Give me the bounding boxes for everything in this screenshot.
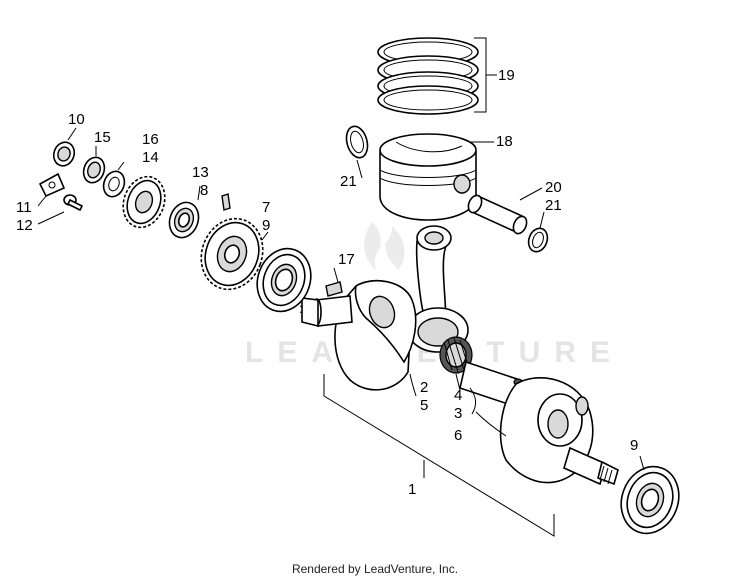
callout-11: 11 <box>16 199 32 216</box>
callout-12: 12 <box>16 217 33 234</box>
woodruff-key[interactable] <box>325 281 343 297</box>
bushing-cap[interactable] <box>50 139 77 168</box>
callout-2: 2 <box>420 379 428 396</box>
callout-6: 6 <box>454 427 462 444</box>
callout-4: 4 <box>454 387 462 404</box>
crankshaft-left-half[interactable] <box>334 279 417 391</box>
ball-bearing-left[interactable] <box>249 241 320 319</box>
callout-8: 8 <box>200 182 208 199</box>
circlip-upper[interactable] <box>343 124 371 160</box>
needle-bearing[interactable] <box>439 336 473 374</box>
driven-gear[interactable] <box>116 171 171 234</box>
callout-10: 10 <box>68 111 85 128</box>
washer[interactable] <box>100 168 128 199</box>
bolt[interactable] <box>63 194 84 212</box>
circlip-lower[interactable] <box>525 226 550 255</box>
crankshaft-right-shaft[interactable] <box>563 446 619 486</box>
ball-bearing-right[interactable] <box>612 458 688 541</box>
crankshaft-left-shaft[interactable] <box>299 295 353 328</box>
piston-pin[interactable] <box>466 193 529 235</box>
drive-gear[interactable] <box>191 210 272 298</box>
gear-key[interactable] <box>221 193 231 211</box>
spacer-bearing[interactable] <box>165 198 204 241</box>
callout-21-upper: 21 <box>340 173 357 190</box>
retaining-plate[interactable] <box>38 172 66 198</box>
callout-1: 1 <box>408 481 416 498</box>
callout-13: 13 <box>192 164 209 181</box>
callout-17: 17 <box>338 251 355 268</box>
callout-21-lower: 21 <box>545 197 562 214</box>
callout-9-left: 9 <box>262 217 270 234</box>
callout-3: 3 <box>454 405 462 422</box>
piston-rings[interactable] <box>377 37 479 115</box>
callout-9-right: 9 <box>630 437 638 454</box>
callout-19: 19 <box>498 67 515 84</box>
callout-18: 18 <box>496 133 513 150</box>
callout-5: 5 <box>420 397 428 414</box>
callout-15: 15 <box>94 129 111 146</box>
piston[interactable] <box>379 133 477 221</box>
connecting-rod[interactable] <box>407 225 469 353</box>
callout-14: 14 <box>142 149 159 166</box>
callout-7: 7 <box>262 199 270 216</box>
callout-20: 20 <box>545 179 562 196</box>
bearing-small[interactable] <box>80 154 108 185</box>
callout-16: 16 <box>142 131 159 148</box>
footer-credit: Rendered by LeadVenture, Inc. <box>291 562 459 576</box>
